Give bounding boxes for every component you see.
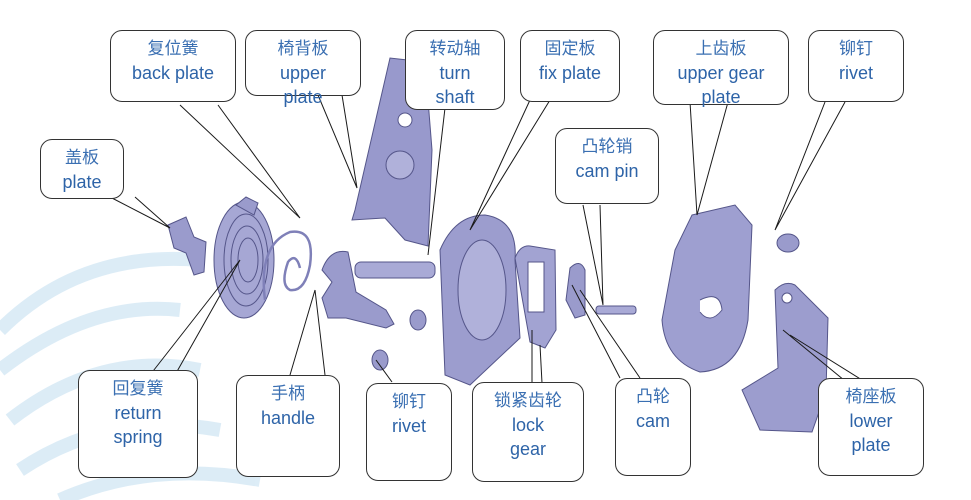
label-zh: 回复簧	[112, 379, 164, 399]
callout-handle: 手柄 handle	[236, 375, 340, 477]
part-cam-pin	[595, 305, 637, 315]
part-rivet-top	[776, 233, 800, 253]
label-zh: 铆钉	[839, 39, 873, 59]
part-back-plate-spring	[262, 230, 313, 301]
label-zh: 椅背板	[277, 39, 329, 59]
label-zh: 上齿板	[695, 39, 747, 59]
label-zh: 椅座板	[845, 387, 897, 407]
label-zh: 盖板	[65, 148, 99, 168]
label-en: fix plate	[538, 63, 602, 83]
label-en: rivet	[838, 63, 873, 83]
callout-rivet-bottom: 铆钉 rivet	[366, 383, 452, 481]
part-rivet-small	[371, 309, 427, 371]
label-zh: 铆钉	[392, 392, 426, 412]
callout-cam-pin: 凸轮销 cam pin	[555, 128, 659, 204]
label-en: upper gear plate	[677, 63, 765, 107]
part-turn-shaft	[354, 261, 436, 279]
label-en: cam pin	[575, 161, 639, 181]
label-zh: 固定板	[544, 39, 596, 59]
part-cover-plate	[167, 216, 207, 276]
label-zh: 锁紧齿轮	[494, 391, 562, 411]
callout-return-spring: 回复簧 return spring	[78, 370, 198, 478]
label-zh: 凸轮	[636, 387, 670, 407]
callout-upper-plate: 椅背板 upper plate	[245, 30, 361, 107]
label-en: cam	[635, 411, 670, 431]
callout-upper-gear-plate: 上齿板 upper gear plate	[653, 30, 789, 107]
callout-lock-gear: 锁紧齿轮 lock gear	[472, 382, 584, 482]
label-zh: 转动轴	[429, 39, 481, 59]
callout-back-plate: 复位簧 back plate	[110, 30, 236, 102]
callout-turn-shaft: 转动轴 turn shaft	[405, 30, 505, 110]
callout-rivet-top: 铆钉 rivet	[808, 30, 904, 102]
label-en: upper plate	[279, 63, 327, 107]
label-en: rivet	[391, 416, 426, 436]
label-en: plate	[62, 172, 102, 192]
part-lower-plate	[741, 282, 829, 433]
label-en: turn shaft	[435, 63, 475, 107]
label-zh: 凸轮销	[581, 137, 633, 157]
label-zh: 复位簧	[147, 39, 199, 59]
label-en: handle	[260, 408, 316, 428]
part-return-spring	[213, 196, 275, 319]
callout-lower-plate: 椅座板 lower plate	[818, 378, 924, 476]
part-handle	[321, 250, 395, 329]
label-en: return spring	[113, 403, 163, 447]
label-en: lower plate	[849, 411, 893, 455]
label-zh: 手柄	[271, 384, 305, 404]
leader-lines	[109, 94, 871, 386]
callout-cam: 凸轮 cam	[615, 378, 691, 476]
part-upper-gear-plate	[661, 204, 753, 373]
label-en: lock gear	[509, 415, 547, 459]
callout-fix-plate: 固定板 fix plate	[520, 30, 620, 102]
label-en: back plate	[131, 63, 215, 83]
callout-cover-plate: 盖板 plate	[40, 139, 124, 199]
